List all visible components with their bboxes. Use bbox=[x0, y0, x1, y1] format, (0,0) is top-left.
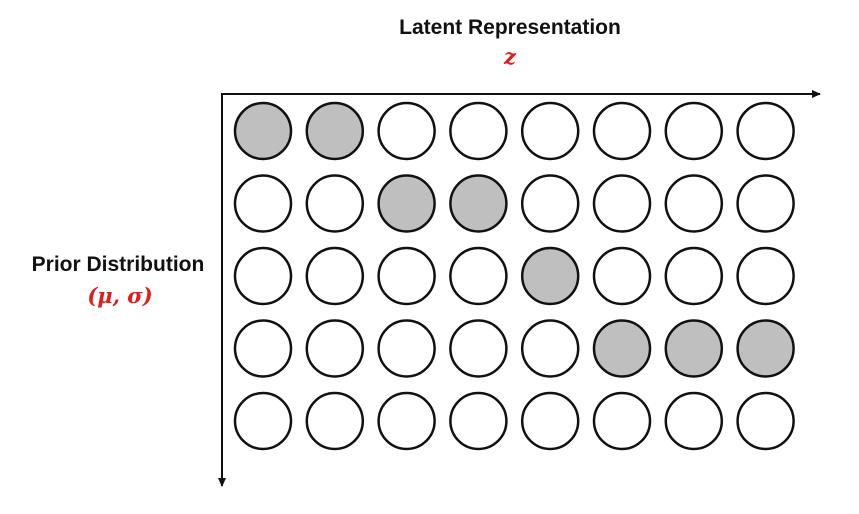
empty-circle bbox=[305, 319, 365, 378]
y-axis-title: Prior Distribution bbox=[31, 253, 205, 276]
empty-circle bbox=[520, 391, 580, 451]
empty-circle bbox=[736, 391, 795, 451]
filled-circle bbox=[377, 174, 436, 233]
empty-circle bbox=[377, 101, 436, 161]
empty-circle bbox=[664, 101, 724, 161]
y-axis-symbol: (μ, σ) bbox=[87, 283, 153, 308]
filled-circle bbox=[233, 101, 293, 161]
empty-circle bbox=[377, 246, 436, 306]
x-axis-symbol: z bbox=[504, 44, 516, 69]
empty-circle bbox=[520, 174, 580, 233]
empty-circle bbox=[520, 101, 580, 161]
empty-circle bbox=[305, 391, 365, 451]
empty-circle bbox=[233, 246, 293, 306]
empty-circle bbox=[592, 391, 652, 451]
empty-circle bbox=[377, 391, 436, 451]
empty-circle bbox=[736, 246, 795, 306]
empty-circle bbox=[449, 246, 508, 306]
x-axis-title: Latent Representation bbox=[399, 16, 621, 39]
empty-circle bbox=[520, 319, 580, 378]
empty-circle bbox=[736, 101, 795, 161]
empty-circle bbox=[449, 319, 508, 378]
empty-circle bbox=[736, 174, 795, 233]
filled-circle bbox=[449, 174, 508, 233]
empty-circle bbox=[305, 246, 365, 306]
empty-circle bbox=[592, 246, 652, 306]
empty-circle bbox=[233, 319, 293, 378]
circle-grid bbox=[233, 101, 795, 451]
filled-circle bbox=[305, 101, 365, 161]
empty-circle bbox=[233, 391, 293, 451]
filled-circle bbox=[664, 319, 724, 378]
empty-circle bbox=[233, 174, 293, 233]
empty-circle bbox=[664, 174, 724, 233]
filled-circle bbox=[736, 319, 795, 378]
empty-circle bbox=[592, 174, 652, 233]
empty-circle bbox=[305, 174, 365, 233]
empty-circle bbox=[449, 101, 508, 161]
filled-circle bbox=[520, 246, 580, 306]
empty-circle bbox=[664, 246, 724, 306]
filled-circle bbox=[592, 319, 652, 378]
empty-circle bbox=[377, 319, 436, 378]
empty-circle bbox=[592, 101, 652, 161]
empty-circle bbox=[664, 391, 724, 451]
empty-circle bbox=[449, 391, 508, 451]
